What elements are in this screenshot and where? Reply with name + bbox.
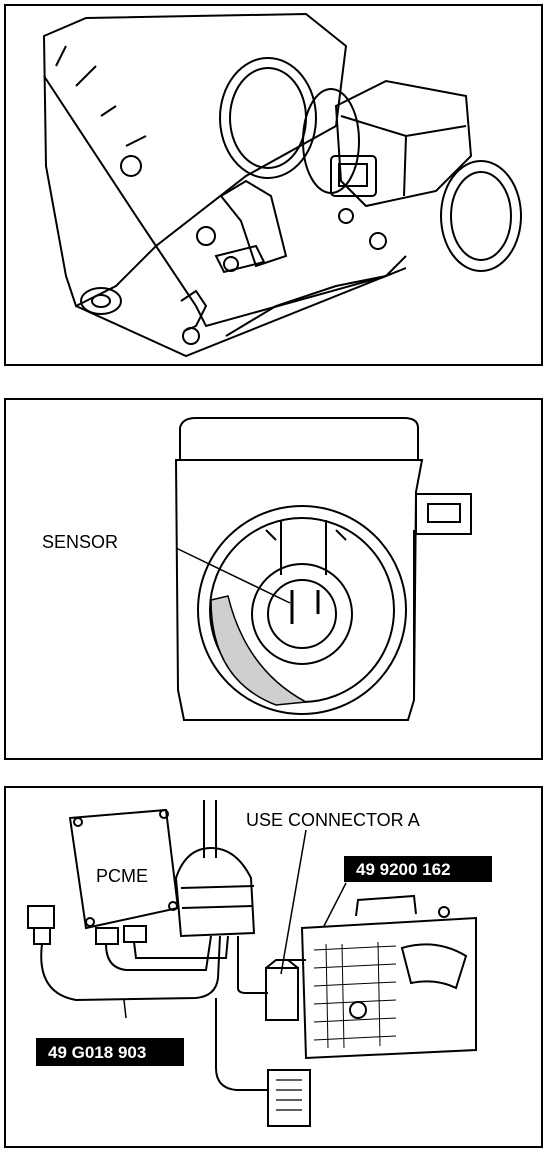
harness-part-tag (36, 1038, 184, 1066)
airflow-meter-drawing (42, 12, 522, 358)
harness-bundle (174, 846, 256, 938)
connector-note: USE CONNECTOR A (246, 810, 420, 830)
connector-a-leader (280, 829, 307, 975)
hose-clip (180, 289, 208, 332)
throttle-bore-outer (197, 505, 407, 715)
pcme-connector-1 (95, 927, 119, 945)
bolt-head (196, 226, 216, 246)
sensor-leader-line (175, 547, 291, 604)
panel-airflow-meter-illustration (4, 4, 543, 366)
engine-signal-monitor (300, 916, 477, 1060)
monitor-part-number: 49 9200 162 (356, 860, 451, 879)
sensor-ring-inner (267, 579, 337, 649)
adapter-harness-wire (40, 935, 221, 1002)
panel-sensor-section: SENSOR (4, 398, 543, 760)
monitor-handle (355, 894, 417, 917)
harness-leader (123, 999, 127, 1019)
meter-connector (330, 155, 377, 197)
air-cleaner-housing (42, 12, 348, 308)
sensor-ring-outer (251, 563, 353, 665)
monitor-part-tag (344, 856, 492, 882)
harness-part-number: 49 G018 903 (48, 1043, 146, 1062)
monitor-selector-knob (349, 1001, 367, 1019)
mount-grommet (80, 287, 122, 315)
mounting-bracket (219, 179, 288, 268)
monitor-meter-dial (400, 943, 468, 990)
panel-connection-diagram: USE CONNECTOR A PCME 49 9200 162 49 G018… (4, 786, 543, 1148)
monitor-leader (323, 882, 347, 927)
connection-drawing: USE CONNECTOR A PCME 49 9200 162 49 G018… (27, 800, 492, 1127)
sensor-label: SENSOR (42, 532, 118, 552)
side-connector (415, 493, 472, 535)
meter-housing (174, 459, 424, 721)
vehicle-connector (27, 905, 55, 929)
meter-outlet (440, 160, 522, 272)
mesh-screen-shading (210, 595, 309, 706)
pcme-connector-2 (123, 925, 147, 943)
intake-duct-opening (219, 57, 317, 179)
lower-lead-wire (215, 998, 268, 1091)
pcme-label: PCME (96, 866, 148, 886)
housing-top-cap (179, 417, 419, 461)
lower-connector (267, 1069, 311, 1127)
connector-a (265, 967, 299, 1021)
sensor-section-drawing: SENSOR (42, 417, 472, 721)
